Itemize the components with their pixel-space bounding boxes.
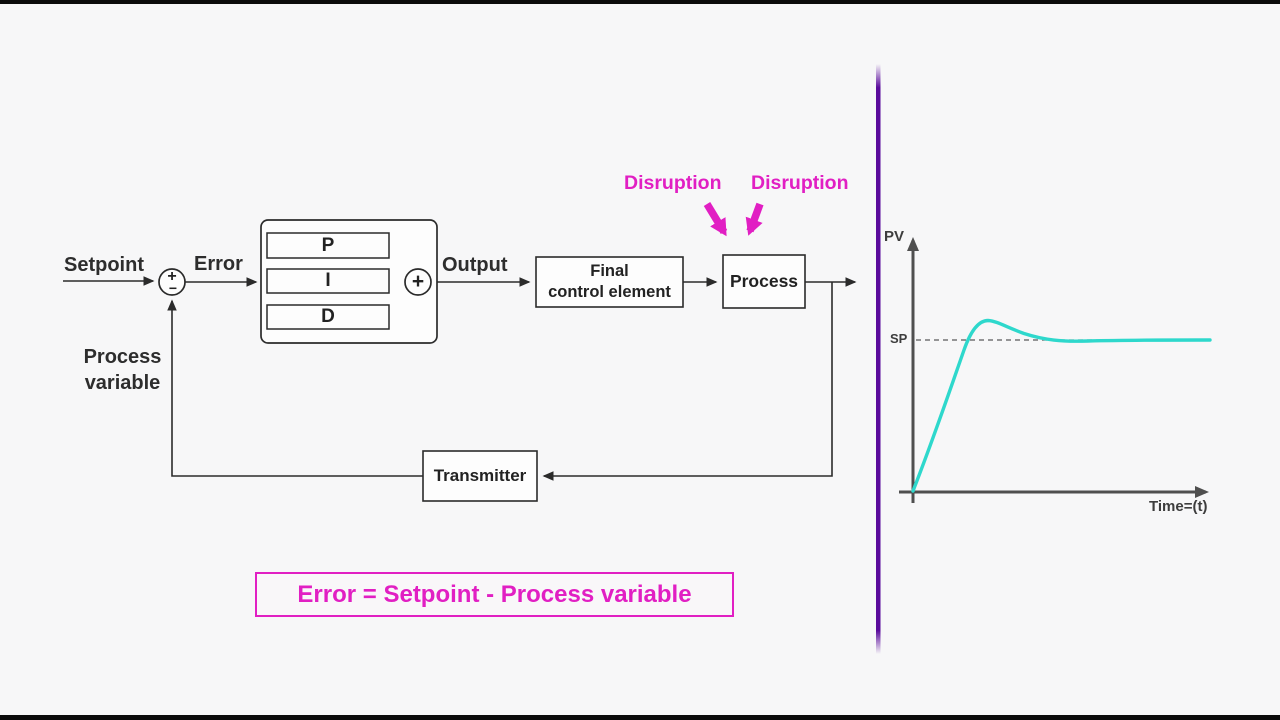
- disruption-arrows: [703, 202, 764, 237]
- diagram-blocks: [158, 219, 806, 502]
- error-equation-box: Error = Setpoint - Process variable: [255, 572, 734, 617]
- response-chart: [899, 237, 1212, 503]
- final-control-element-box: [535, 256, 684, 308]
- process-box: [722, 254, 806, 309]
- sum1-plus-sign: +: [167, 268, 177, 285]
- output-label: Output: [442, 254, 508, 276]
- letterbox-top: [0, 0, 1280, 4]
- p-block-label: P: [321, 234, 335, 256]
- i-box: [266, 268, 390, 294]
- i-block-label: I: [325, 270, 331, 291]
- process-variable-label: Process variable: [83, 346, 162, 394]
- disruption-arrow-left: [703, 202, 728, 237]
- final-control-element-label: Final control element: [548, 262, 671, 301]
- transmitter-box: [422, 450, 538, 502]
- feedback-line: [167, 299, 423, 477]
- letterbox-bottom: [0, 715, 1280, 720]
- time-axis-label: Time=(t): [1149, 498, 1208, 515]
- pv-response-curve: [911, 318, 1212, 493]
- process-label: Process: [729, 271, 799, 291]
- p-box: [266, 232, 390, 259]
- summing-junction-2: [404, 268, 432, 296]
- purple-divider-line: [876, 64, 881, 654]
- error-label: Error: [194, 253, 243, 275]
- transmitter-label: Transmitter: [433, 466, 527, 485]
- summing-junction-1: [158, 268, 186, 296]
- disruption-label-1: Disruption: [624, 172, 722, 194]
- branch-to-transmitter-line: [542, 282, 833, 481]
- setpoint-label: Setpoint: [64, 254, 144, 276]
- disruption-arrow-right: [745, 202, 764, 236]
- d-block-label: D: [321, 306, 335, 327]
- pv-axis-label: PV: [884, 228, 905, 245]
- sum1-minus-sign: −: [168, 280, 178, 296]
- sp-label: SP: [890, 331, 908, 346]
- disruption-label-2: Disruption: [751, 172, 849, 194]
- sum2-plus-sign: +: [411, 270, 425, 293]
- error-equation-text: Error = Setpoint - Process variable: [297, 580, 692, 608]
- d-box: [266, 304, 390, 330]
